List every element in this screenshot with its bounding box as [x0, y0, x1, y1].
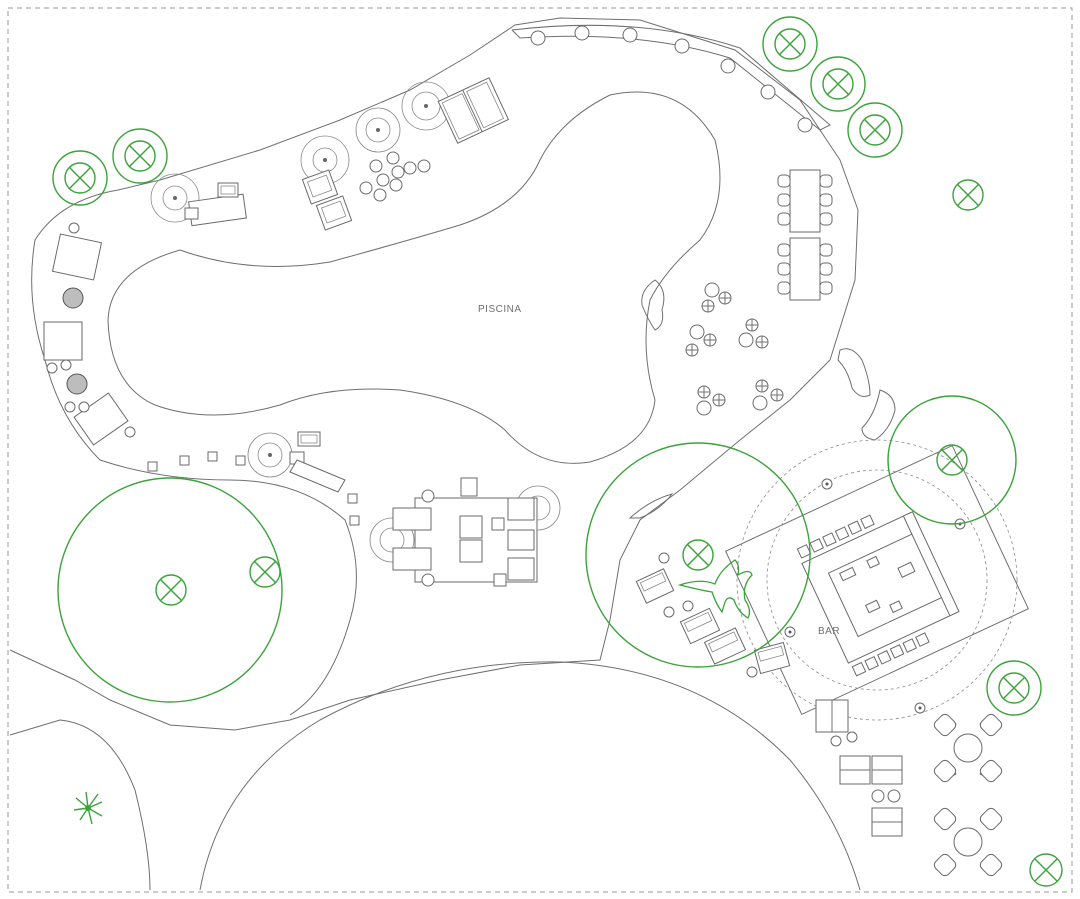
drawing-border: [7, 7, 1073, 893]
sculpture-right: [837, 348, 871, 397]
stool-cluster: [359, 151, 431, 202]
tree-symbol: [952, 179, 984, 211]
cafe-tables: [685, 282, 784, 416]
tree-symbol: [155, 574, 187, 606]
tree-canopy-large-center: [585, 442, 811, 668]
tree-canopy-large-right: [887, 395, 1017, 525]
tree-symbol: [986, 660, 1042, 716]
parasol-group-top: [150, 81, 561, 563]
sculpture-lower: [628, 493, 674, 519]
deck-rail: [511, 24, 831, 131]
tree-symbol: [52, 150, 108, 206]
pool-label: PISCINA: [478, 304, 522, 315]
tree-symbol: [112, 128, 168, 184]
deck-outline-lower: [31, 189, 357, 716]
round-tables-bottom-right: [933, 713, 1003, 877]
sun-loungers-top: [184, 77, 510, 493]
pool: [107, 91, 721, 464]
lawn-outline-center: [199, 661, 861, 891]
sculpture-right-2: [861, 389, 896, 441]
lawn-outline-left: [9, 719, 151, 891]
bar-label: BAR: [818, 626, 840, 637]
tree-symbol: [936, 444, 968, 476]
tree-symbols: [52, 16, 1063, 887]
bar-area: [725, 439, 1029, 721]
planter-row-top: [530, 25, 813, 133]
tree-symbol: [762, 16, 818, 72]
pool-deck-outline: [9, 17, 859, 731]
planters-left: [43, 222, 136, 446]
center-lounge-set: [392, 477, 538, 587]
loungers-bar: [635, 552, 903, 837]
palm-tree-icon: [73, 791, 103, 825]
paving-squares: [147, 451, 360, 526]
sculpture-left: [641, 279, 665, 331]
tree-symbol: [249, 556, 281, 588]
tree-symbol: [682, 539, 714, 571]
shrub-bed: [677, 559, 753, 619]
tree-canopy-large-left: [57, 477, 283, 703]
tree-symbol: [1029, 853, 1063, 887]
tree-symbol: [847, 102, 903, 158]
tree-symbol: [810, 56, 866, 112]
dining-tables: [777, 169, 833, 301]
